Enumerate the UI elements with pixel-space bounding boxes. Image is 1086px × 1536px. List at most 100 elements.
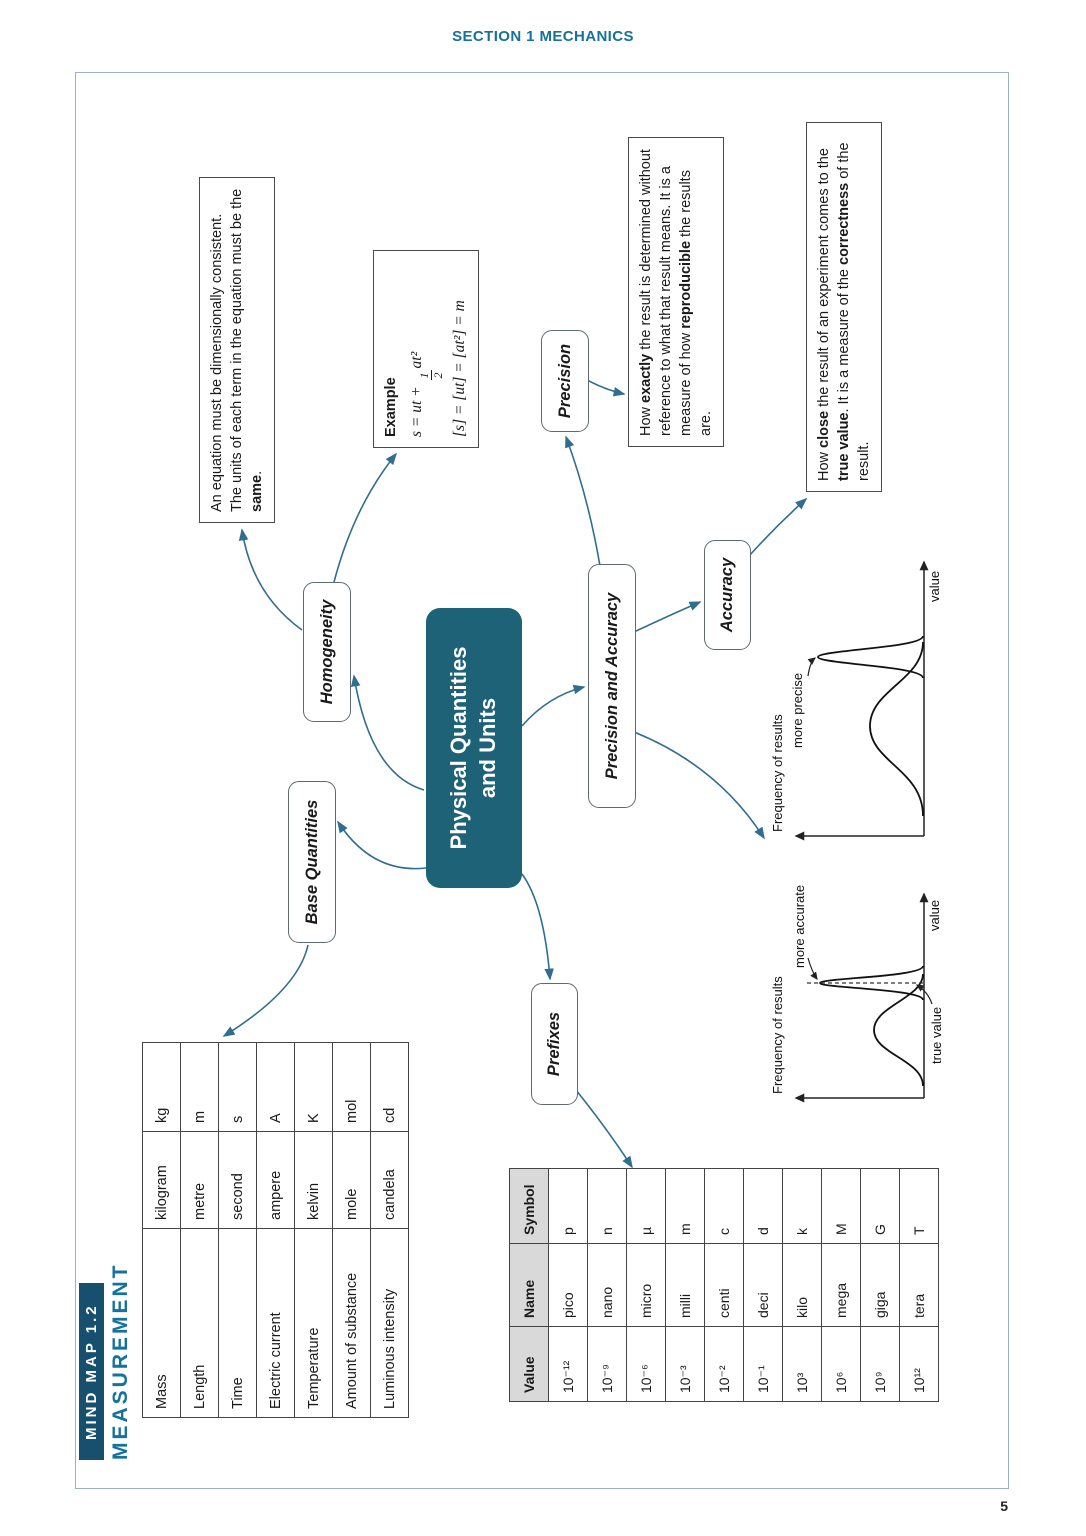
table-cell: 10⁻² bbox=[704, 1326, 744, 1402]
x-axis-label: value bbox=[927, 899, 942, 931]
arrow-homogeneity-to-example bbox=[333, 452, 398, 583]
table-cell: 10⁶ bbox=[821, 1326, 861, 1402]
arrow-central-to-base-quantities bbox=[337, 820, 427, 870]
note-text: . It is a measure of the bbox=[836, 265, 852, 413]
table-header-cell: Value bbox=[509, 1326, 549, 1402]
fraction-numerator: 1 bbox=[417, 372, 431, 379]
section-header: SECTION 1 MECHANICS bbox=[452, 28, 634, 45]
table-cell: m bbox=[665, 1168, 705, 1244]
note-text-bold: same bbox=[249, 474, 265, 512]
table-cell: milli bbox=[665, 1243, 705, 1327]
table-cell: centi bbox=[704, 1243, 744, 1327]
node-accuracy: Accuracy bbox=[704, 540, 751, 650]
table-cell: Time bbox=[218, 1228, 257, 1418]
fraction-denominator: 2 bbox=[430, 370, 445, 381]
table-cell: 10⁻⁶ bbox=[626, 1326, 666, 1402]
homogeneity-note: An equation must be dimensionally consis… bbox=[199, 177, 275, 523]
table-header-row: Value Name Symbol bbox=[509, 1168, 549, 1402]
table-cell: 10⁻¹² bbox=[548, 1326, 588, 1402]
page-number: 5 bbox=[1000, 1498, 1008, 1514]
table-header-cell: Name bbox=[509, 1243, 549, 1327]
arrow-central-to-precision-accuracy bbox=[521, 684, 586, 727]
accuracy-graph-plot bbox=[794, 892, 933, 1103]
arrow-pa-to-graphs bbox=[633, 731, 765, 840]
table-cell: p bbox=[548, 1168, 588, 1244]
table-cell: Luminous intensity bbox=[370, 1228, 409, 1418]
table-cell: pico bbox=[548, 1243, 588, 1327]
broad-distribution-curve bbox=[873, 973, 924, 1087]
table-cell: deci bbox=[743, 1243, 783, 1327]
table-cell: mol bbox=[332, 1042, 371, 1132]
connector-arrows bbox=[222, 379, 808, 1169]
central-node: Physical Quantities and Units bbox=[426, 608, 522, 888]
table-cell: n bbox=[587, 1168, 627, 1244]
note-text: How bbox=[638, 402, 654, 436]
y-axis-label: Frequency of results bbox=[770, 976, 785, 1094]
table-cell: Mass bbox=[142, 1228, 181, 1418]
note-text: How bbox=[816, 447, 832, 481]
arrow-pa-to-precision bbox=[565, 435, 601, 567]
precision-note: How exactly the result is determined wit… bbox=[628, 137, 724, 447]
table-cell: kelvin bbox=[294, 1131, 333, 1229]
table-cell: kg bbox=[142, 1042, 181, 1132]
table-cell: 10¹² bbox=[899, 1326, 939, 1402]
table-cell: ampere bbox=[256, 1131, 295, 1229]
table-cell: mole bbox=[332, 1131, 371, 1229]
broad-distribution-curve bbox=[869, 641, 924, 817]
arrow-homogeneity-to-note bbox=[238, 528, 303, 631]
table-cell: nano bbox=[587, 1243, 627, 1327]
table-cell: mega bbox=[821, 1243, 861, 1327]
table-cell: giga bbox=[860, 1243, 900, 1327]
table-cell: tera bbox=[899, 1243, 939, 1327]
note-text-bold: close bbox=[816, 410, 832, 448]
note-text-bold: true value bbox=[836, 412, 852, 482]
table-cell: G bbox=[860, 1168, 900, 1244]
table-header-cell: Symbol bbox=[509, 1168, 549, 1244]
table-cell: 10⁻³ bbox=[665, 1326, 705, 1402]
table-cell: c bbox=[704, 1168, 744, 1244]
arrow-central-to-prefixes bbox=[521, 873, 554, 981]
narrow-distribution-curve bbox=[817, 635, 924, 679]
precision-graph-plot bbox=[794, 560, 929, 841]
note-text-bold: correctness bbox=[836, 182, 852, 265]
node-precision: Precision bbox=[541, 330, 589, 432]
table-cell: candela bbox=[370, 1131, 409, 1229]
x-axis-label: value bbox=[927, 570, 942, 602]
accuracy-note: How close the result of an experiment co… bbox=[806, 122, 882, 492]
central-node-line2: and Units bbox=[475, 697, 500, 799]
accuracy-graph: Frequency of results value more accurate… bbox=[766, 876, 956, 1116]
arrow-base-quantities-to-table bbox=[222, 944, 309, 1037]
arrow-prefixes-to-table bbox=[575, 1089, 633, 1169]
arrow-central-to-homogeneity bbox=[350, 674, 425, 791]
true-value-arrow bbox=[915, 984, 933, 1005]
table-cell: s bbox=[218, 1042, 257, 1132]
table-cell: K bbox=[294, 1042, 333, 1132]
true-value-label: true value bbox=[929, 1006, 944, 1064]
table-cell: Length bbox=[180, 1228, 219, 1418]
note-text: the result of an experiment comes to the bbox=[816, 148, 832, 411]
table-cell: Temperature bbox=[294, 1228, 333, 1418]
table-cell: k bbox=[782, 1168, 822, 1244]
more-precise-arrow bbox=[807, 657, 816, 677]
node-precision-and-accuracy: Precision and Accuracy bbox=[588, 564, 636, 808]
table-cell: µ bbox=[626, 1168, 666, 1244]
table-cell: d bbox=[743, 1168, 783, 1244]
